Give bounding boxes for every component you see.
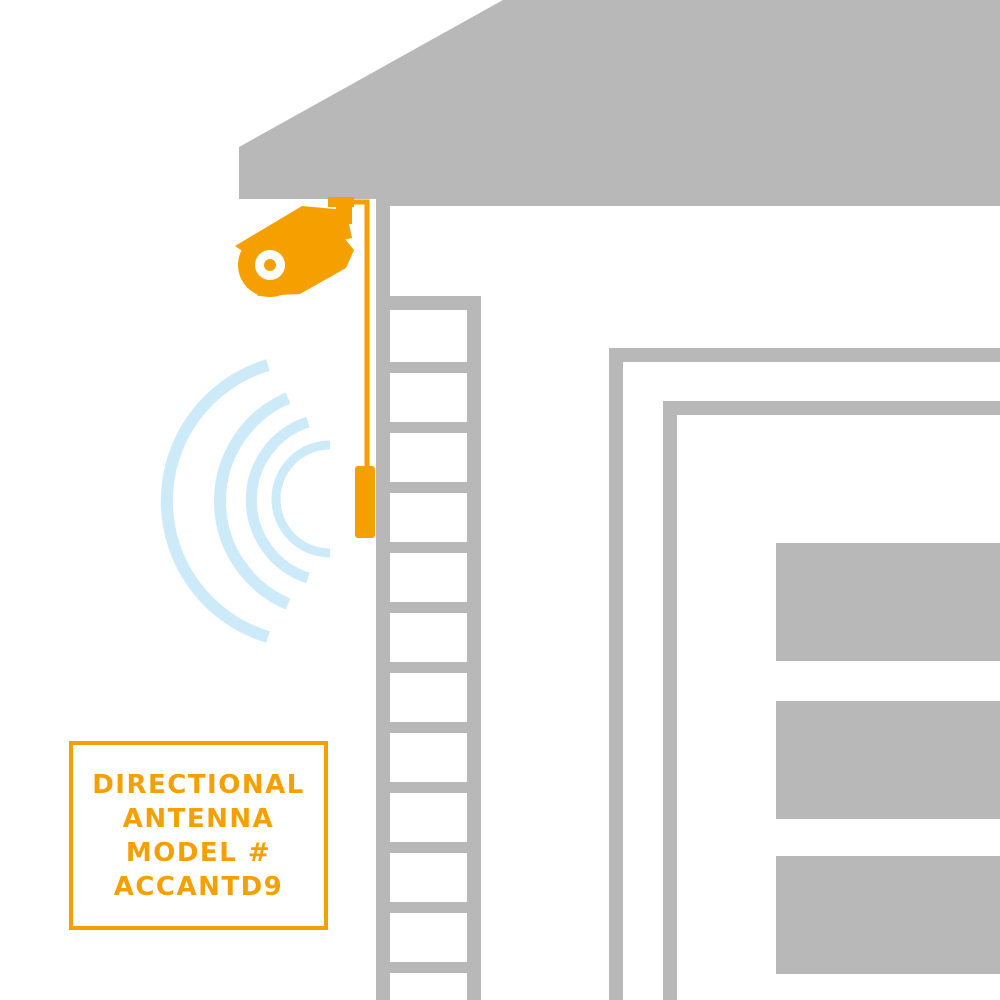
wireless-signal-icon (160, 359, 331, 643)
ladder-rung (376, 782, 481, 793)
roof (239, 0, 1000, 199)
ladder-top-rung (376, 296, 481, 310)
ladder-rung (376, 602, 481, 613)
garage-door-outer-frame (609, 348, 1000, 1000)
label-line-directional: DIRECTIONAL (92, 769, 305, 800)
ladder-rung (376, 662, 481, 673)
label-line-model: MODEL # (125, 837, 272, 868)
garage-door-inner-frame (663, 401, 1000, 1000)
garage-door (609, 348, 1000, 1000)
security-camera-icon (235, 197, 354, 297)
ladder-right-rail (467, 296, 481, 1000)
ladder-rung (376, 962, 481, 973)
signal-arc (271, 440, 331, 558)
ladder-rung (376, 842, 481, 853)
model-label-box: DIRECTIONAL ANTENNA MODEL # ACCANTD9 (69, 741, 328, 930)
antenna-assembly (348, 199, 375, 538)
garage-door-panel (776, 543, 1000, 661)
ladder-rung (376, 482, 481, 493)
camera-mount-plate (328, 197, 354, 207)
ladder-left-rail (376, 296, 390, 1000)
garage-door-panel (776, 701, 1000, 819)
ladder-rung (376, 362, 481, 373)
ladder-rung (376, 422, 481, 433)
ladder-rung (376, 542, 481, 553)
ladder-rung (376, 902, 481, 913)
ladder-rungs (376, 362, 481, 973)
signal-arc (245, 416, 310, 584)
roof-slope (239, 0, 1000, 147)
label-line-model-number: ACCANTD9 (113, 871, 284, 902)
camera-lens-center (264, 259, 276, 271)
garage-door-panel (776, 856, 1000, 974)
directional-antenna-icon (355, 466, 375, 538)
ladder-rung (376, 722, 481, 733)
signal-arc (160, 359, 270, 643)
roof-fascia (239, 147, 1000, 199)
antenna-cable (348, 199, 370, 470)
label-line-antenna: ANTENNA (122, 803, 275, 834)
ladder (376, 296, 481, 1000)
signal-arc (213, 392, 291, 610)
